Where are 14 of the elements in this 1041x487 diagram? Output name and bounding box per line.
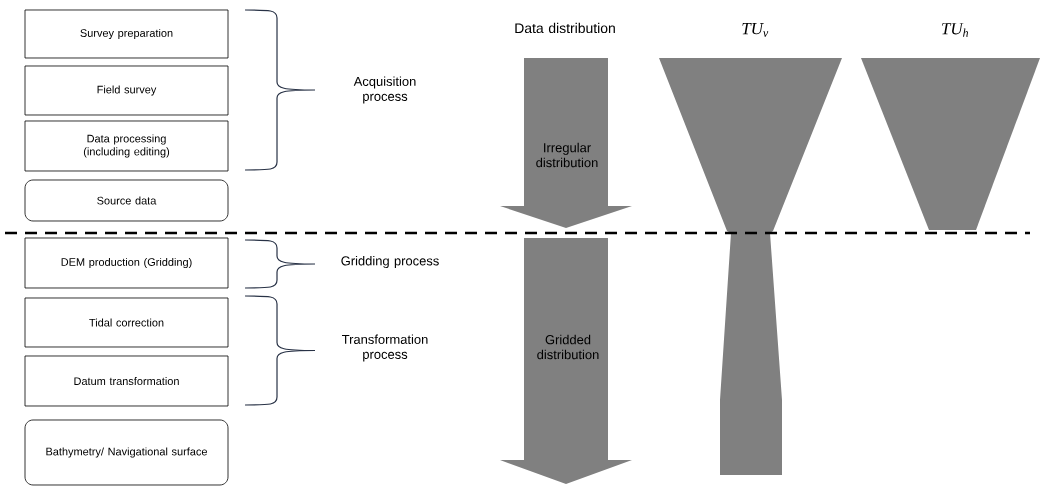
column-heading: Data distribution	[515, 22, 615, 34]
symbol-label: TU$_{h}$	[942, 23, 969, 37]
process-box: Data processing (including editing)	[24, 120, 229, 172]
terminal-box: Bathymetry/ Navigational surface	[24, 419, 229, 486]
symbol-label: TU$_{v}$	[742, 23, 769, 37]
process-label: Transformation process	[342, 334, 428, 362]
process-label: Gridding process	[341, 255, 439, 269]
process-label: Acquisition process	[353, 76, 416, 104]
process-box: Survey preparation	[24, 9, 229, 59]
process-box: DEM production (Gridding)	[24, 237, 229, 289]
process-box: Tidal correction	[24, 297, 229, 348]
process-box: Datum transformation	[24, 355, 229, 407]
process-box: Field survey	[24, 65, 229, 116]
terminal-box: Source data	[24, 179, 229, 222]
